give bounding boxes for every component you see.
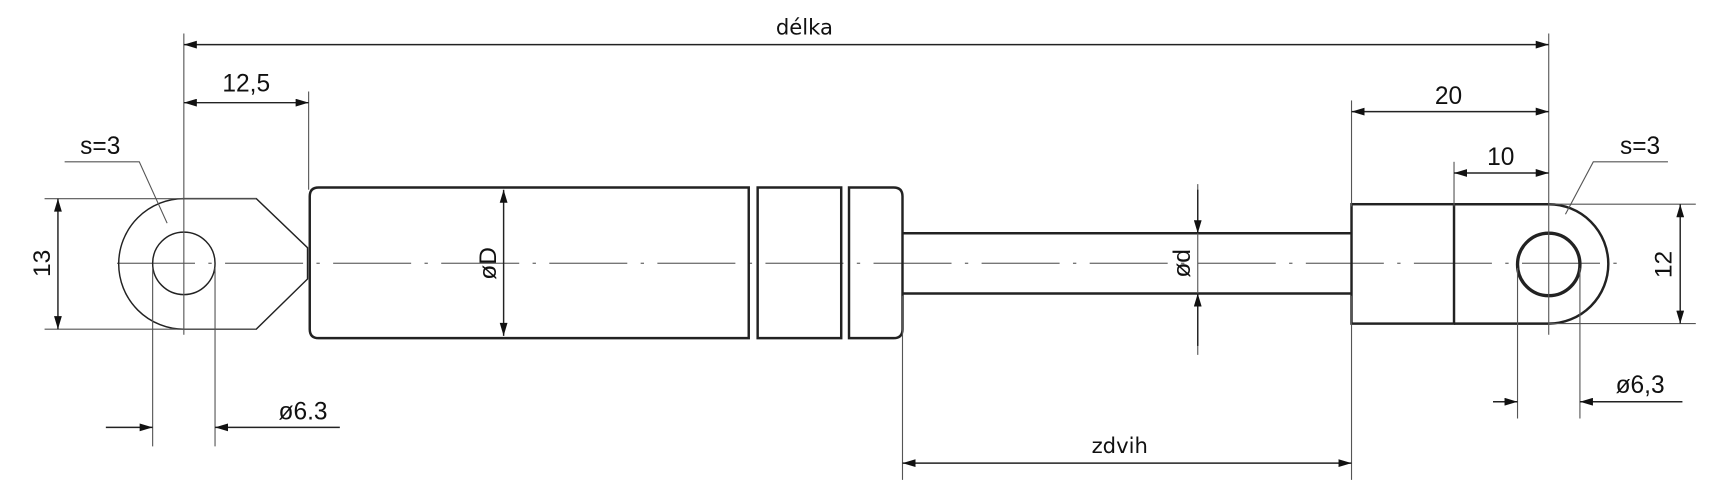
left-hole-label: ø6.3 [279, 399, 328, 426]
left-height-label: 13 [29, 250, 56, 277]
length-label: délka [776, 15, 833, 40]
right-hole-label: ø6,3 [1616, 372, 1665, 399]
piston-rod [902, 231, 1352, 295]
rod-diameter-label: ød [1169, 249, 1196, 278]
right-height-label: 12 [1650, 251, 1677, 278]
end-length-label: 20 [1435, 83, 1462, 110]
right-thickness-leader [1564, 161, 1668, 215]
eye-offset-label: 10 [1487, 144, 1514, 171]
left-thickness-leader [64, 161, 168, 224]
stroke-label: zdvih [1092, 433, 1148, 458]
left-thickness-label: s=3 [80, 133, 120, 160]
cylinder-diameter-label: øD [475, 247, 502, 280]
left-offset-label: 12,5 [222, 70, 270, 97]
extension-lines [44, 33, 1696, 480]
right-thickness-label: s=3 [1620, 133, 1660, 160]
